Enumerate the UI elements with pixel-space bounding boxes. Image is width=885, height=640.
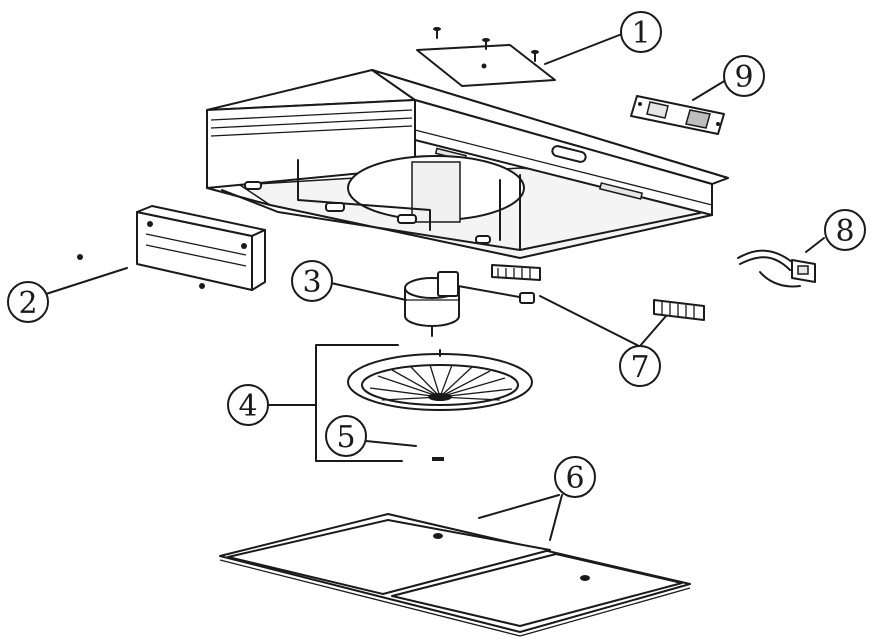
callout-5: 5 — [325, 415, 367, 457]
callout-6: 6 — [554, 456, 596, 498]
callout-8: 8 — [824, 209, 866, 251]
callout-3-label: 3 — [302, 265, 321, 300]
callout-7: 7 — [619, 345, 661, 387]
callout-9-label: 9 — [734, 60, 753, 95]
part-7-connector-lower — [653, 299, 705, 321]
part-3-motor — [404, 271, 535, 337]
range-hood-body — [206, 69, 729, 259]
part-1-mounting-plate — [416, 27, 556, 87]
leader-lines — [45, 33, 825, 541]
fan-blades — [369, 364, 513, 401]
callout-1: 1 — [620, 11, 662, 53]
screw-icon — [531, 50, 539, 62]
callout-2: 2 — [7, 281, 49, 323]
screw-icon — [482, 38, 490, 50]
part-7-connector-upper — [491, 264, 541, 281]
callout-4: 4 — [227, 384, 269, 426]
part-6-grease-filters — [219, 513, 691, 637]
callout-3: 3 — [291, 260, 333, 302]
part-8-power-plug — [737, 249, 816, 288]
part-9-control-board — [630, 95, 725, 135]
callout-4-label: 4 — [238, 389, 257, 424]
part-2-light-housing — [77, 205, 266, 291]
callout-7-label: 7 — [630, 350, 649, 385]
callout-9: 9 — [723, 55, 765, 97]
callout-2-label: 2 — [18, 286, 37, 321]
part-4-fan-wheel — [347, 349, 533, 411]
part-5-nut — [432, 457, 444, 461]
callout-8-label: 8 — [835, 214, 854, 249]
callout-6-label: 6 — [565, 461, 584, 496]
screw-icon — [433, 27, 441, 39]
callout-1-label: 1 — [631, 16, 650, 51]
callout-5-label: 5 — [336, 420, 355, 455]
